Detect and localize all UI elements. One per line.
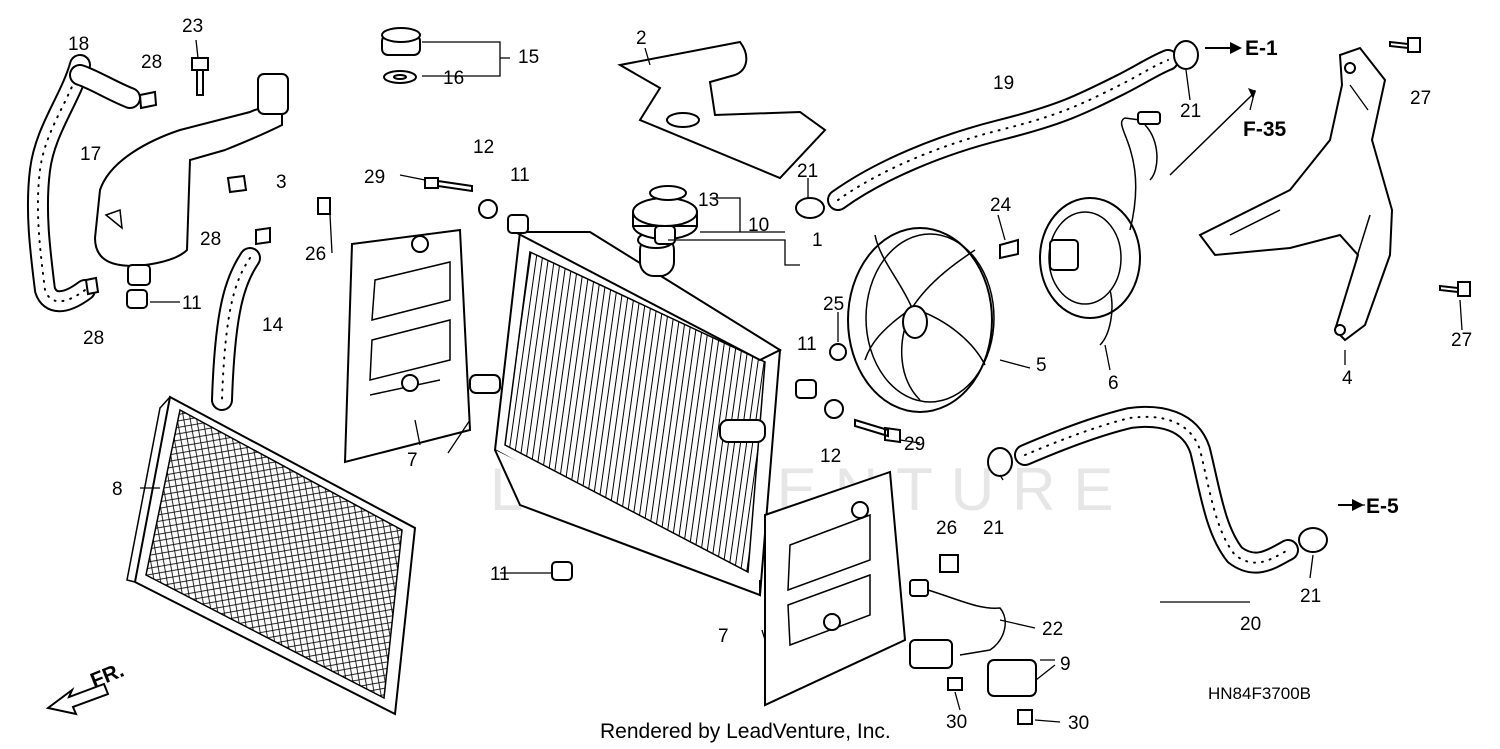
front-direction-arrow-icon — [45, 682, 110, 716]
fan-bracket-part — [1198, 46, 1394, 342]
tank-cap-gasket-part — [383, 70, 417, 84]
rubber-mount-part — [126, 214, 817, 581]
part-number-2[interactable]: 2 — [636, 28, 647, 49]
radiator-screen-part — [126, 395, 417, 716]
part-number-15[interactable]: 15 — [518, 47, 539, 68]
part-number-27-bottom[interactable]: 27 — [1451, 330, 1472, 351]
part-number-18[interactable]: 18 — [68, 34, 89, 55]
part-number-28-bottom[interactable]: 28 — [83, 328, 104, 349]
part-number-21-bottom[interactable]: 21 — [1300, 586, 1321, 607]
part-number-3[interactable]: 3 — [276, 172, 287, 193]
part-number-11-top[interactable]: 11 — [510, 165, 530, 186]
part-number-21-mid[interactable]: 21 — [983, 518, 1004, 539]
radiator-cap-part — [632, 197, 698, 245]
part-number-13[interactable]: 13 — [698, 190, 719, 211]
part-number-30-left[interactable]: 30 — [946, 712, 967, 733]
part-number-19[interactable]: 19 — [993, 73, 1014, 94]
part-number-5[interactable]: 5 — [1036, 355, 1047, 376]
radiator-core-part — [469, 230, 783, 597]
part-number-25[interactable]: 25 — [823, 294, 844, 315]
hose-clamp-part — [84, 40, 1328, 553]
part-number-21-fan[interactable]: 21 — [797, 161, 818, 182]
reference-e1[interactable]: E-1 — [1245, 37, 1278, 60]
part-number-22[interactable]: 22 — [1042, 619, 1063, 640]
reference-arrows — [1169, 42, 1364, 511]
part-number-23[interactable]: 23 — [182, 16, 203, 37]
part-number-24[interactable]: 24 — [990, 195, 1012, 216]
part-number-11-tank[interactable]: 11 — [182, 293, 202, 314]
lower-hose-20 — [1014, 405, 1299, 574]
leader-lines — [140, 39, 1463, 723]
part-number-11-bottom[interactable]: 11 — [490, 564, 510, 585]
part-number-26-left[interactable]: 26 — [305, 244, 326, 265]
credit-text: Rendered by LeadVenture, Inc. — [600, 720, 891, 743]
part-number-27-top[interactable]: 27 — [1410, 88, 1431, 109]
part-number-16[interactable]: 16 — [443, 68, 464, 89]
upper-hose-19 — [827, 49, 1179, 211]
part-number-17[interactable]: 17 — [80, 144, 101, 165]
part-number-28-mid[interactable]: 28 — [200, 229, 221, 250]
thermo-switch-part — [909, 579, 1037, 697]
part-number-10[interactable]: 10 — [748, 215, 769, 236]
cap-gasket-part — [649, 185, 687, 201]
part-number-21-top[interactable]: 21 — [1180, 101, 1201, 122]
siphon-hose-14 — [211, 247, 261, 411]
part-number-7-left[interactable]: 7 — [407, 450, 418, 471]
part-number-26-right[interactable]: 26 — [936, 518, 957, 539]
part-number-12-bottom[interactable]: 12 — [820, 446, 841, 467]
shroud-left-part — [343, 228, 472, 464]
part-number-30-right[interactable]: 30 — [1068, 713, 1089, 734]
collar-part — [478, 199, 844, 419]
part-number-6[interactable]: 6 — [1108, 373, 1119, 394]
part-number-9[interactable]: 9 — [1060, 654, 1071, 675]
part-number-28-top[interactable]: 28 — [141, 52, 162, 73]
part-number-29-top[interactable]: 29 — [364, 167, 385, 188]
overflow-hose-18 — [26, 54, 141, 313]
part-number-1[interactable]: 1 — [812, 230, 823, 251]
diagram-code: HN84F3700B — [1208, 684, 1311, 703]
part-number-7-right[interactable]: 7 — [718, 626, 729, 647]
part-number-12-top[interactable]: 12 — [473, 137, 494, 158]
bolt-part — [191, 37, 1471, 725]
reference-f35[interactable]: F-35 — [1243, 118, 1287, 141]
shroud-right-part — [764, 470, 907, 707]
tank-cap-part — [381, 27, 421, 56]
part-number-8[interactable]: 8 — [112, 479, 123, 500]
reference-e5[interactable]: E-5 — [1366, 495, 1399, 518]
part-number-11-right[interactable]: 11 — [797, 334, 817, 355]
reserve-tank-part — [93, 73, 289, 286]
part-number-20[interactable]: 20 — [1240, 614, 1261, 635]
fan-motor-part — [1039, 111, 1161, 346]
part-number-4[interactable]: 4 — [1342, 368, 1353, 389]
part-number-29-bottom[interactable]: 29 — [904, 434, 925, 455]
guard-plate-part — [617, 40, 827, 180]
front-label: FR. — [87, 659, 127, 693]
part-number-14[interactable]: 14 — [262, 315, 284, 336]
cooling-fan-part — [847, 227, 995, 413]
